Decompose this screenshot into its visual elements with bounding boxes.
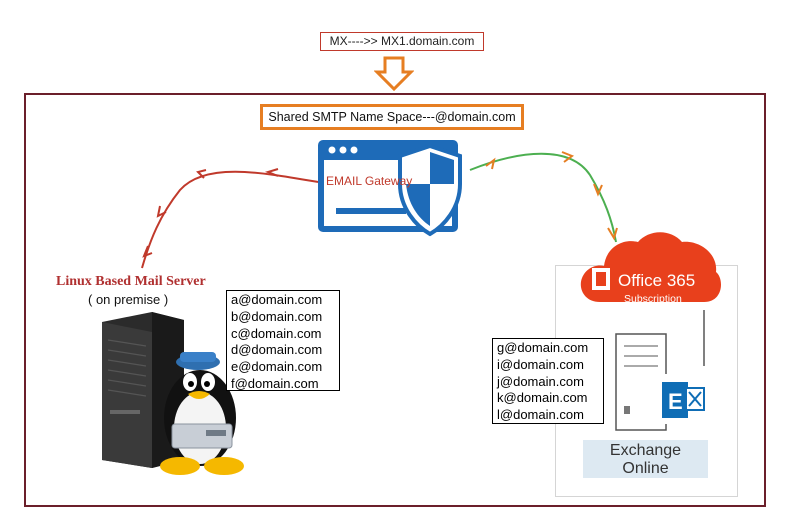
address-item: b@domain.com	[231, 308, 323, 324]
exchange-server-icon: E	[615, 310, 706, 431]
address-item: i@domain.com	[497, 356, 584, 372]
address-item: l@domain.com	[497, 407, 584, 423]
address-item: a@domain.com	[231, 292, 323, 307]
office365-address-list: g@domain.com i@domain.com j@domain.com k…	[492, 338, 604, 424]
linux-server-subtitle: ( on premise )	[88, 292, 169, 307]
gateway-to-office365-arrow	[469, 152, 617, 243]
exchange-line1: Exchange	[609, 442, 682, 459]
office365-cloud-icon: Office 365 Subscription	[580, 232, 721, 305]
address-item: d@domain.com	[231, 342, 323, 358]
office365-subscription-text: Subscription	[624, 293, 682, 305]
address-item: c@domain.com	[231, 325, 322, 341]
tower-server-icon	[102, 312, 184, 468]
down-arrow-icon	[374, 56, 414, 92]
exchange-online-label: Exchange Online	[583, 440, 708, 478]
address-item: j@domain.com	[497, 373, 584, 389]
address-item: g@domain.com	[497, 340, 589, 355]
gateway-to-linux-arrow	[141, 170, 319, 269]
address-item: k@domain.com	[497, 390, 588, 406]
svg-text:E: E	[668, 389, 683, 414]
shared-smtp-namespace-label: Shared SMTP Name Space---@domain.com	[260, 104, 524, 130]
exchange-line2: Online	[622, 460, 669, 477]
diagram-frame	[24, 93, 766, 507]
address-item: f@domain.com	[231, 375, 319, 391]
tux-penguin-icon	[160, 352, 244, 475]
office365-brand-text: Office 365	[618, 271, 695, 290]
email-gateway-label: EMAIL Gateway	[326, 174, 413, 188]
linux-address-list: a@domain.com b@domain.com c@domain.com d…	[226, 290, 340, 391]
mx-record-label: MX---->> MX1.domain.com	[320, 32, 484, 51]
address-item: e@domain.com	[231, 359, 323, 375]
email-gateway-icon	[318, 140, 462, 237]
linux-server-title: Linux Based Mail Server	[56, 274, 206, 289]
